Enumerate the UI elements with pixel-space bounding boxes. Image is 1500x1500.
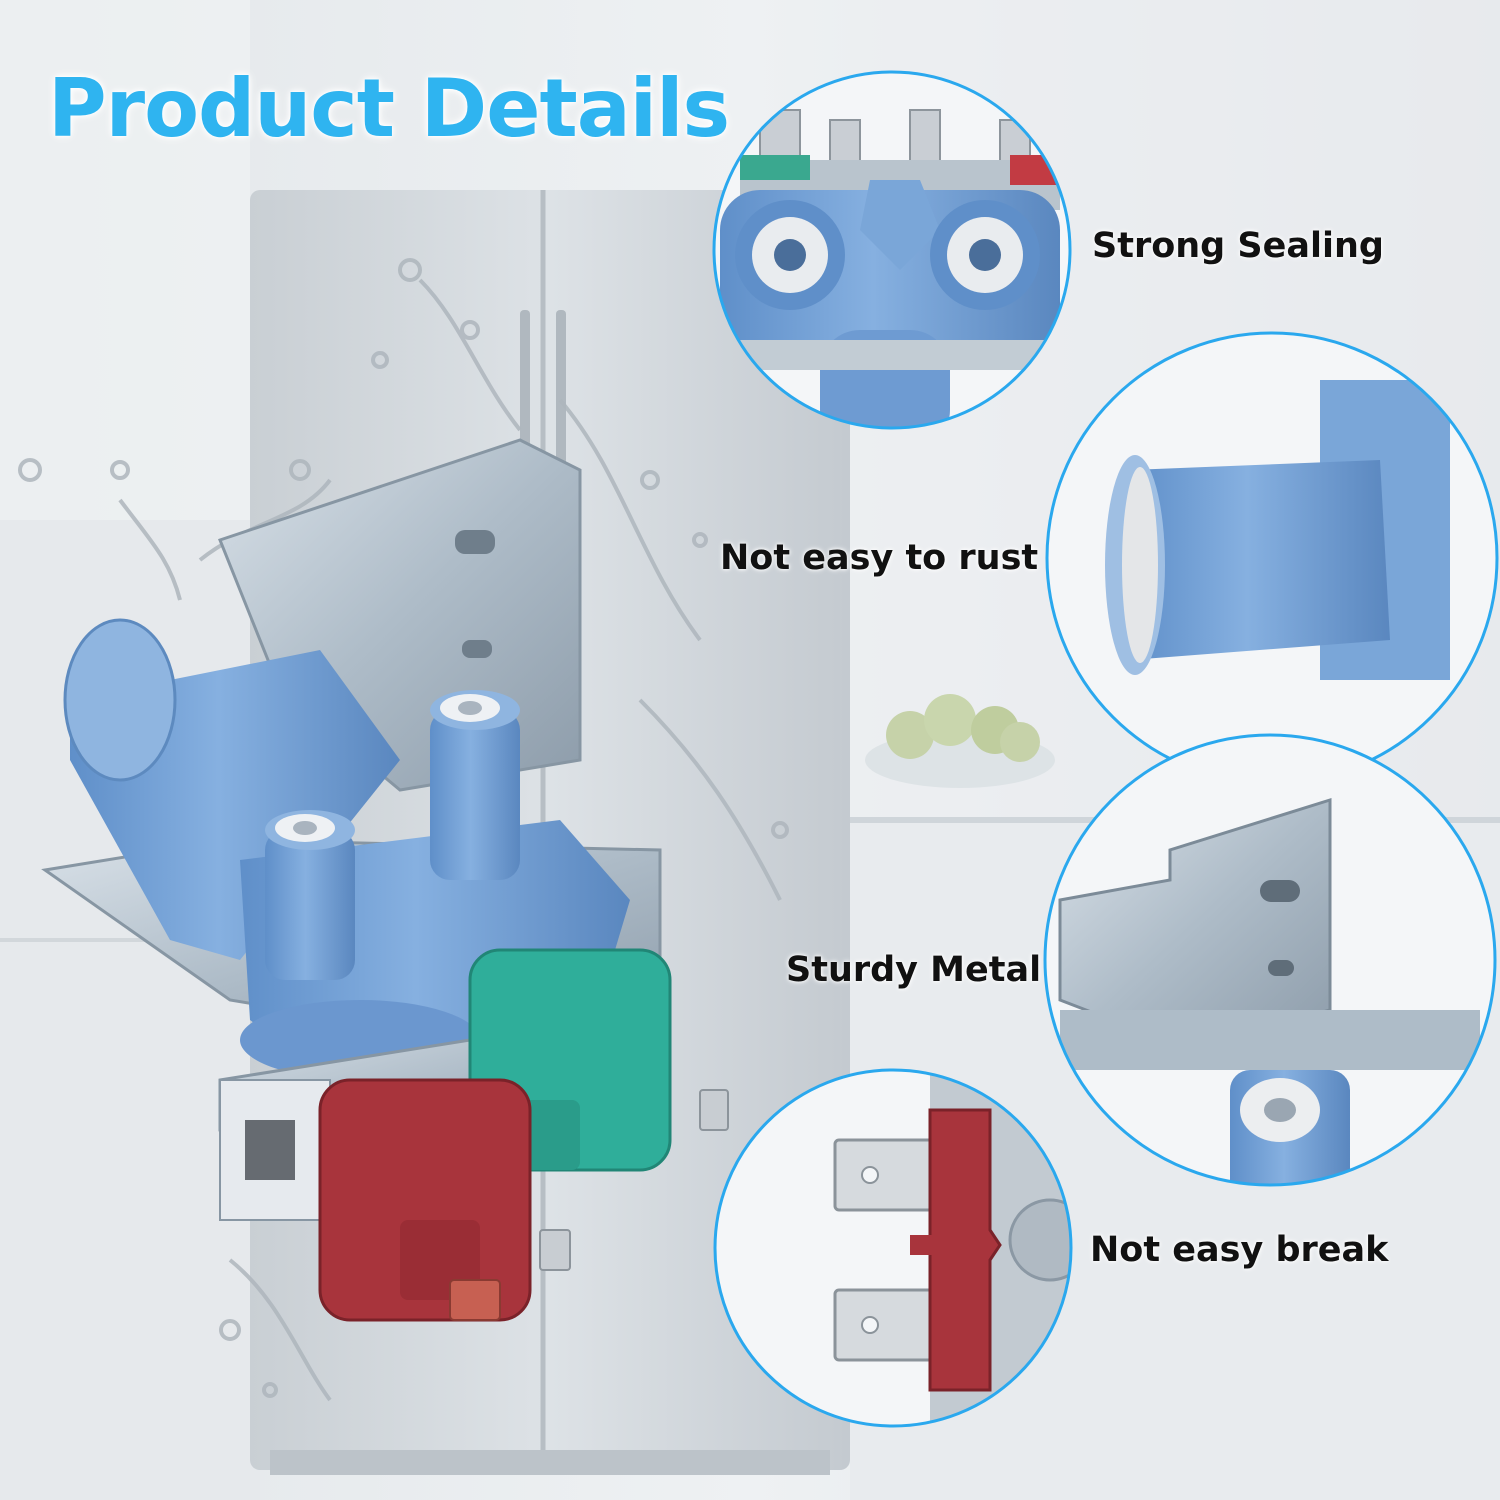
- metal-bracket-closeup-icon: [1043, 733, 1497, 1187]
- feature-label-sturdy-metal: Sturdy Metal: [786, 950, 1042, 990]
- page-title: Product Details: [48, 62, 730, 155]
- feature-label-strong-sealing: Strong Sealing: [1092, 226, 1384, 266]
- coil-cap-closeup-icon: [1045, 331, 1499, 785]
- feature-label-not-easy-to-rust: Not easy to rust: [720, 538, 1039, 578]
- water-valve-product-icon: [41, 438, 729, 1322]
- feature-label-not-easy-break: Not easy break: [1090, 1230, 1389, 1270]
- water-splash-icon: [18, 258, 789, 1402]
- water-inlet-closeup-icon: [712, 70, 1072, 430]
